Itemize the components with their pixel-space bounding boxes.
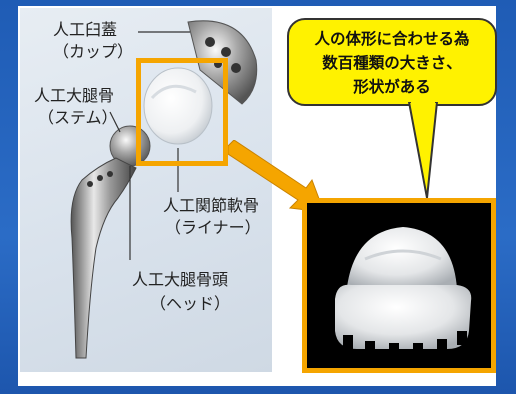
label-stem-sub: （ステム） — [38, 108, 118, 127]
bubble-tail — [407, 102, 439, 199]
liner-closeup-photo — [302, 198, 496, 373]
bubble-line-1: 人の体形に合わせる為 — [314, 30, 470, 48]
speech-bubble: 人の体形に合わせる為 数百種類の大きさ、 形状がある — [287, 18, 497, 106]
bubble-line-2: 数百種類の大きさ、 — [322, 54, 462, 72]
liner-highlight-box — [136, 58, 228, 166]
label-liner-sub: （ライナー） — [165, 218, 261, 237]
label-cup-name: 人工臼蓋 — [53, 20, 118, 39]
label-liner-name: 人工関節軟骨 — [163, 196, 260, 215]
label-head-sub: （ヘッド） — [150, 294, 231, 313]
stem-shape — [70, 157, 137, 359]
label-cup-sub: （カップ） — [53, 42, 134, 61]
liner-closeup-illustration — [335, 227, 472, 353]
label-stem-name: 人工大腿骨 — [34, 86, 115, 105]
label-head-name: 人工大腿骨頭 — [132, 270, 229, 289]
liner-shape — [143, 67, 213, 145]
bubble-line-3: 形状がある — [353, 78, 431, 96]
